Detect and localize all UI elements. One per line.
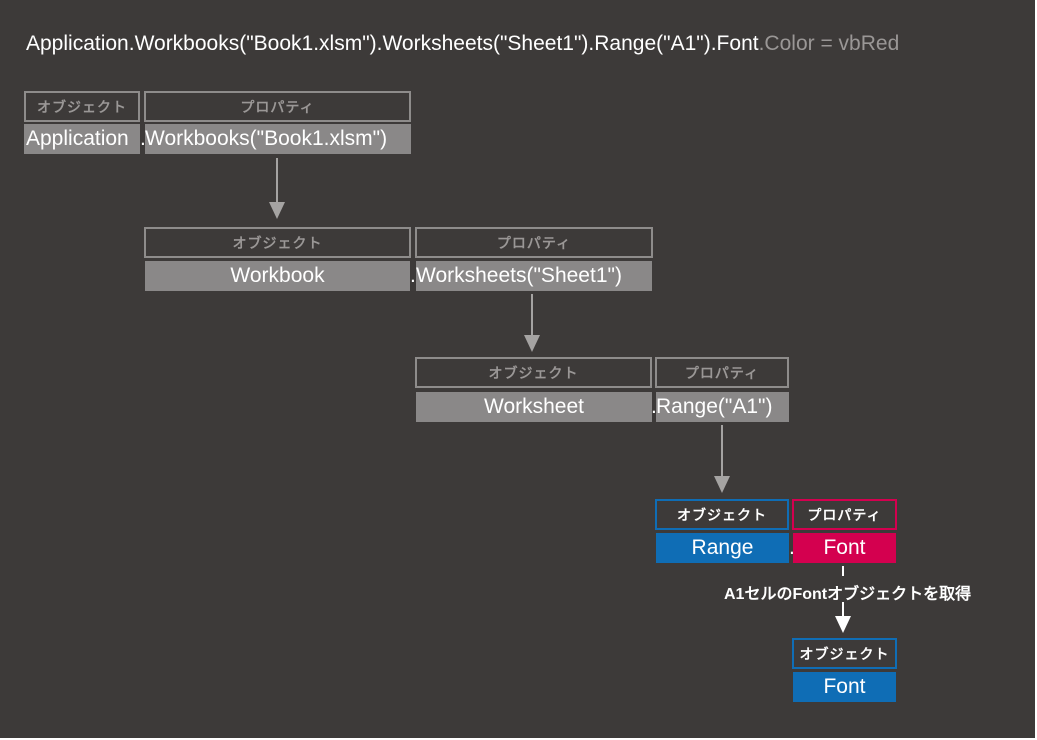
step1-property-value: Workbooks("Book1.xlsm") — [145, 124, 411, 154]
arrow-step3-to-step4 — [714, 425, 730, 493]
code-line: Application.Workbooks("Book1.xlsm").Work… — [26, 32, 899, 56]
result-caption: A1セルのFontオブジェクトを取得 — [724, 586, 972, 603]
step2-object-header: オブジェクト — [144, 227, 411, 258]
step4-property-value: Font — [793, 533, 896, 563]
step4-separator: . — [789, 536, 795, 559]
code-line-main: Application.Workbooks("Book1.xlsm").Work… — [26, 32, 759, 55]
result-object-header: オブジェクト — [792, 638, 897, 669]
step1-separator: . — [140, 127, 146, 150]
step3-object-value: Worksheet — [416, 392, 652, 422]
code-line-rest: .Color = vbRed — [758, 32, 900, 55]
step3-property-header: プロパティ — [655, 357, 789, 388]
step3-object-header: オブジェクト — [415, 357, 652, 388]
step2-property-header: プロパティ — [415, 227, 653, 258]
step4-object-value: Range — [656, 533, 789, 563]
step2-separator: . — [410, 264, 416, 287]
step2-property-value: Worksheets("Sheet1") — [416, 261, 652, 291]
arrow-step1-to-step2 — [269, 158, 285, 219]
arrow-step2-to-step3 — [524, 294, 540, 352]
step4-property-header: プロパティ — [792, 499, 897, 530]
step1-object-value: Application — [24, 124, 140, 154]
result-object-value: Font — [793, 672, 896, 702]
step3-property-value: Range("A1") — [656, 392, 789, 422]
step4-object-header: オブジェクト — [655, 499, 789, 530]
step2-object-value: Workbook — [145, 261, 410, 291]
arrow-step4-to-result — [835, 566, 851, 633]
step1-object-header: オブジェクト — [24, 91, 140, 122]
step1-property-header: プロパティ — [144, 91, 411, 122]
step3-separator: . — [651, 395, 657, 418]
